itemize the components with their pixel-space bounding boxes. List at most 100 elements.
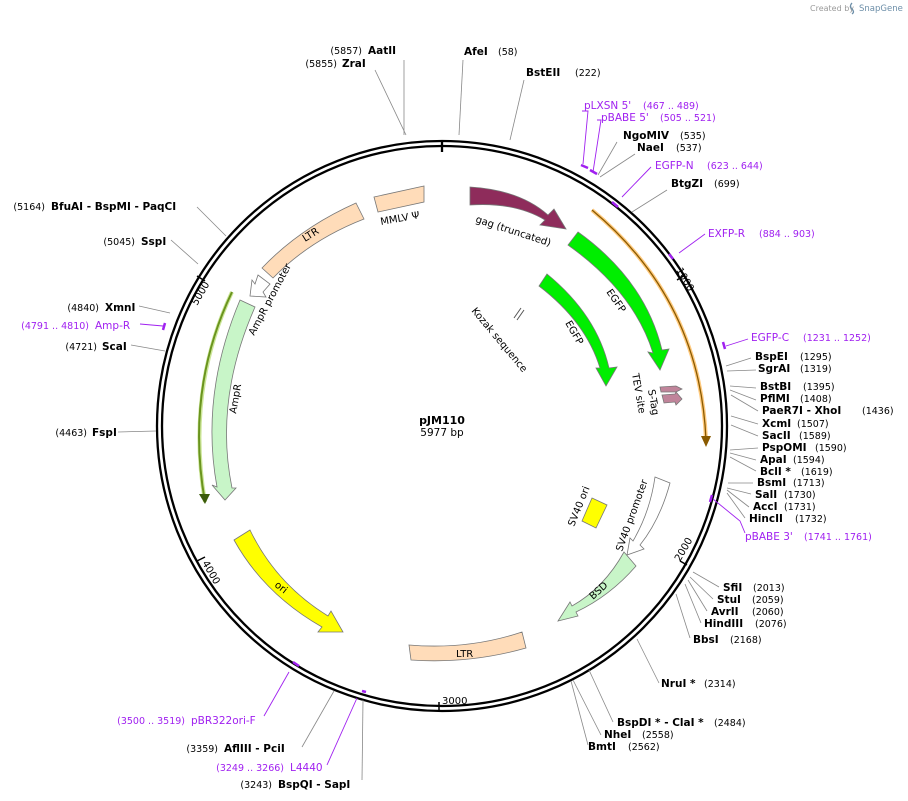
enzyme-bspqi-sapi-pos: (3243) <box>240 780 272 791</box>
enzyme-nhei-name: NheI <box>604 729 631 741</box>
primer-pbabe-3-name: pBABE 3' <box>745 531 793 543</box>
primer-plxsn-5-range: (467 .. 489) <box>643 101 699 112</box>
enzyme-paer7i-xhoi-pos: (1436) <box>862 406 894 417</box>
enzyme-acci: AccI (1731) <box>753 501 816 513</box>
enzyme-sgrai-name: SgrAI <box>758 363 790 375</box>
enzyme-sfii: SfiI (2013) <box>723 582 785 594</box>
primer-egfp-n-name: EGFP-N <box>655 160 694 172</box>
enzyme-naei-name: NaeI <box>637 142 664 154</box>
primer-pbabe-3: pBABE 3' (1741 .. 1761) <box>745 531 872 543</box>
enzyme-afei-name: AfeI <box>464 46 488 58</box>
enzyme-pflmi-name: PflMI <box>760 393 790 405</box>
enzyme-aatii-name: AatII <box>368 45 396 57</box>
primer-amp-r: (4791 .. 4810) Amp-R <box>21 320 130 332</box>
enzyme-sali-pos: (1730) <box>784 490 816 501</box>
feature-label-gag: gag (truncated) <box>474 214 552 249</box>
enzyme-scai-name: ScaI <box>102 341 127 353</box>
primer-egfp-c-range: (1231 .. 1252) <box>803 333 871 344</box>
enzyme-afliii-pcii: (3359) AflIII - PciI <box>186 743 284 755</box>
enzyme-nrui-pos: (2314) <box>704 679 736 690</box>
primer-pbr322ori-f-name: pBR322ori-F <box>191 715 256 727</box>
enzyme-bspdi-clai-pos: (2484) <box>714 718 746 729</box>
enzyme-paer7i-xhoi-name: PaeR7I - XhoI <box>762 405 841 417</box>
enzyme-pflmi-pos: (1408) <box>800 394 832 405</box>
enzyme-bsmi-pos: (1713) <box>793 478 825 489</box>
plasmid-name: pJM110 <box>419 414 465 427</box>
enzyme-bspei: BspEI (1295) <box>755 351 832 363</box>
primer-l4440: (3249 .. 3266) L4440 <box>216 762 322 774</box>
enzyme-afei-pos: (58) <box>498 47 518 58</box>
enzyme-hindiii-name: HindIII <box>704 618 743 630</box>
enzyme-nhei-pos: (2558) <box>642 730 674 741</box>
enzyme-pflmi: PflMI (1408) <box>760 393 832 405</box>
enzyme-btgzi-name: BtgZI <box>671 178 703 190</box>
enzyme-sfii-pos: (2013) <box>753 583 785 594</box>
feature-egfp-inner <box>538 273 618 387</box>
enzyme-xmni-pos: (4840) <box>67 303 99 314</box>
enzyme-fspi-name: FspI <box>92 427 117 439</box>
enzyme-pspomi: PspOMI (1590) <box>762 442 847 454</box>
enzyme-acci-name: AccI <box>753 501 777 513</box>
enzyme-zrai-name: ZraI <box>342 58 366 70</box>
backbone <box>155 139 729 713</box>
feature-label-mmlv-psi: MMLV Ψ <box>380 210 421 228</box>
primer-amp-r-name: Amp-R <box>95 320 130 332</box>
enzyme-xmni: (4840) XmnI <box>67 302 135 314</box>
enzyme-paer7i-xhoi: PaeR7I - XhoI (1436) <box>762 405 894 417</box>
credit-prefix: Created by <box>810 4 854 13</box>
enzyme-bstbi: BstBI (1395) <box>760 381 835 393</box>
tick-label-1000: 1000 <box>673 266 695 294</box>
tick-label-5000: 5000 <box>190 280 212 308</box>
primer-egfp-n: EGFP-N (623 .. 644) <box>655 160 763 172</box>
feature-kozak <box>513 307 525 321</box>
feature-label-tev-site: TEV site <box>629 372 647 415</box>
feature-label-ampr: AmpR <box>228 383 244 414</box>
enzyme-scai-pos: (4721) <box>65 342 97 353</box>
primer-egfp-n-range: (623 .. 644) <box>707 161 763 172</box>
enzyme-xcmi-name: XcmI <box>762 418 791 430</box>
enzyme-zrai-pos: (5855) <box>305 59 337 70</box>
primer-exfp-r: EXFP-R (884 .. 903) <box>708 228 815 240</box>
enzyme-stui: StuI (2059) <box>717 594 784 606</box>
enzyme-bmti: BmtI (2562) <box>588 741 660 753</box>
enzyme-xcmi: XcmI (1507) <box>762 418 829 430</box>
enzyme-afliii-pcii-name: AflIII - PciI <box>224 743 285 755</box>
enzyme-bspqi-sapi-name: BspQI - SapI <box>278 779 350 791</box>
feature-bsd <box>557 551 637 622</box>
enzyme-scai: (4721) ScaI <box>65 341 126 353</box>
enzyme-afliii-pcii-pos: (3359) <box>186 744 218 755</box>
feature-ampr-promoter <box>249 274 271 298</box>
enzyme-stui-pos: (2059) <box>752 595 784 606</box>
enzyme-naei-pos: (537) <box>676 143 702 154</box>
enzyme-bfuai-bspmi-paqci: (5164) BfuAI - BspMI - PaqCI <box>13 201 176 213</box>
enzyme-bbsi: BbsI (2168) <box>693 634 762 646</box>
enzyme-ngomiv-name: NgoMIV <box>623 130 670 142</box>
enzyme-afei: AfeI (58) <box>464 46 518 58</box>
feature-sv40-ori <box>581 497 608 529</box>
feature-egfp-outer <box>567 231 670 371</box>
enzyme-sspi-name: SspI <box>141 236 166 248</box>
enzyme-aatii-pos: (5857) <box>330 46 362 57</box>
feature-ampr <box>211 299 256 501</box>
enzyme-avrii-name: AvrII <box>711 606 739 618</box>
enzyme-sacii-name: SacII <box>762 430 791 442</box>
enzyme-sali: SalI (1730) <box>755 489 816 501</box>
primer-l4440-range: (3249 .. 3266) <box>216 763 284 774</box>
enzyme-apai: ApaI (1594) <box>760 454 825 466</box>
enzyme-stui-name: StuI <box>717 594 741 606</box>
enzyme-bspdi-clai: BspDI * - ClaI * (2484) <box>617 717 746 729</box>
primer-marks <box>161 163 727 694</box>
enzyme-avrii: AvrII (2060) <box>711 606 784 618</box>
enzyme-bbsi-name: BbsI <box>693 634 719 646</box>
enzyme-bfuai-bspmi-paqci-pos: (5164) <box>13 202 45 213</box>
feature-mmlv-psi <box>373 185 425 213</box>
enzyme-bfuai-bspmi-paqci-name: BfuAI - BspMI - PaqCI <box>51 201 176 213</box>
enzyme-fspi: (4463) FspI <box>55 427 116 439</box>
enzyme-bcli-name: BclI * <box>760 466 791 478</box>
primer-plxsn-5: pLXSN 5' (467 .. 489) <box>584 100 699 112</box>
enzyme-sgrai-pos: (1319) <box>800 364 832 375</box>
enzyme-acci-pos: (1731) <box>784 502 816 513</box>
enzyme-zrai: (5855) ZraI <box>305 58 365 70</box>
enzyme-bspdi-clai-name: BspDI * - ClaI * <box>617 717 704 729</box>
